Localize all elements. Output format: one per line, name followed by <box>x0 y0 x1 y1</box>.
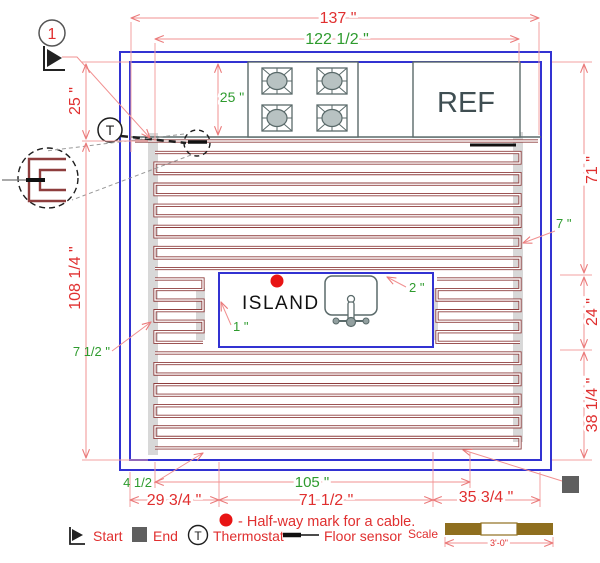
heating-cable-path <box>436 278 521 343</box>
dim-right-island: 24 " <box>584 298 600 326</box>
callout-connector-bottom <box>71 154 192 201</box>
guide-strip-right <box>513 132 523 442</box>
cable-number-balloon <box>38 19 66 47</box>
sensor-wire-dashed <box>120 134 187 145</box>
dim-left-top: 25 " <box>67 87 84 115</box>
dim-cable-width: 122 1/2 " <box>305 31 369 48</box>
sensor-tip-callout-circle <box>183 129 211 157</box>
scale-bar: Scale 3'-0" <box>408 522 553 551</box>
dim-total-width: 137 " <box>320 10 357 27</box>
end-icon <box>132 527 147 542</box>
stove-burner-icon <box>316 67 348 95</box>
start-marker-lines <box>43 46 65 71</box>
guide-strip-left <box>148 133 158 455</box>
dim-counter-depth: 25 " <box>220 89 244 105</box>
legend-thermostat-label: Thermostat <box>213 528 284 544</box>
dimensions-inner: 25 " 1 " 2 " <box>218 64 425 334</box>
edge-gap-leader <box>153 453 203 484</box>
island-label: ISLAND <box>242 293 320 314</box>
spacing-right-leader <box>523 230 556 243</box>
stove-burner-icon <box>261 67 293 95</box>
heating-cable-path <box>154 151 521 270</box>
start-icon <box>69 527 85 545</box>
island: ISLAND <box>218 272 434 348</box>
cable-end-group <box>463 450 579 493</box>
dim-left-height: 108 1/4 " <box>67 246 84 310</box>
dim-spacing-right: 7 " <box>556 216 572 231</box>
refrigerator-label: REF <box>437 87 495 119</box>
end-leader <box>463 450 563 482</box>
legend-start-label: Start <box>93 528 123 544</box>
island-gap-left-leader <box>221 302 232 326</box>
sink-icon <box>324 275 378 328</box>
guide-strip-island-left <box>196 288 205 340</box>
legend-end-label: End <box>153 528 178 544</box>
heating-cable-path <box>154 278 204 343</box>
dim-island-gap-left: 1 " <box>233 319 249 334</box>
dim-edge-gap: 4 1/2 <box>123 475 152 490</box>
scale-label: Scale <box>408 527 438 541</box>
start-marker-icon <box>47 49 62 67</box>
cable-start-group: 1 <box>38 19 150 138</box>
start-icon <box>72 529 83 541</box>
spacing-left-leader <box>111 322 151 352</box>
legend-halfway-label: - Half-way mark for a cable. <box>238 514 415 530</box>
room-outer-wall <box>119 51 552 471</box>
heating-cable-path <box>153 351 522 450</box>
scale-segment <box>517 523 553 535</box>
dim-bottom-right: 35 3/4 " <box>459 489 514 506</box>
dimensions-left: 25 " 108 1/4 " 7 1/2 " <box>65 61 151 461</box>
detail-zoom-circle <box>17 147 79 209</box>
start-leader <box>62 56 150 138</box>
scale-segment <box>480 522 518 536</box>
stove-burner-icon <box>261 104 293 132</box>
dimensions-right: 71 " 24 " 38 1/4 " 7 " <box>523 61 600 461</box>
dim-bottom-left: 29 3/4 " <box>147 492 202 509</box>
cable-number: 1 <box>48 26 57 43</box>
thermostat-icon <box>97 117 123 143</box>
dim-island-gap-right: 2 " <box>409 280 425 295</box>
island-gap-right-leader <box>387 277 407 288</box>
dim-right-bottom: 38 1/4 " <box>584 378 600 433</box>
thermostat-legend-icon <box>187 524 209 546</box>
thermostat-legend-symbol: T <box>194 529 202 543</box>
end-marker-icon <box>562 476 579 493</box>
halfway-mark-dot <box>270 274 284 288</box>
heating-cable-path <box>154 352 521 449</box>
dim-cable-bottom-width: 105 " <box>295 474 330 491</box>
dim-spacing-left: 7 1/2 " <box>73 344 111 359</box>
dim-bottom-center: 71 1/2 " <box>299 492 354 509</box>
scale-segment <box>445 523 481 535</box>
dim-right-top: 71 " <box>584 156 600 184</box>
dimensions-bottom: 4 1/2 105 " 29 3/4 " 71 1/2 " 35 3/4 " <box>123 452 540 512</box>
refrigerator-outline <box>412 61 521 138</box>
stove-burner-icon <box>316 104 348 132</box>
scale-value: 3'-0" <box>490 538 508 548</box>
heating-cable <box>135 139 538 450</box>
thermostat-symbol: T <box>106 122 115 138</box>
kitchen-counter: REF <box>130 61 541 138</box>
callout-connector-top <box>45 133 185 152</box>
halfway-dot-icon <box>219 513 233 527</box>
heating-cable-path <box>153 150 522 271</box>
dimensions-top: 137 " 122 1/2 " <box>131 8 539 152</box>
legend-floor-sensor-label: Floor sensor <box>324 528 402 544</box>
legend: - Half-way mark for a cable. Start End T… <box>69 513 415 546</box>
thermostat-sensor-group: T <box>2 117 516 209</box>
